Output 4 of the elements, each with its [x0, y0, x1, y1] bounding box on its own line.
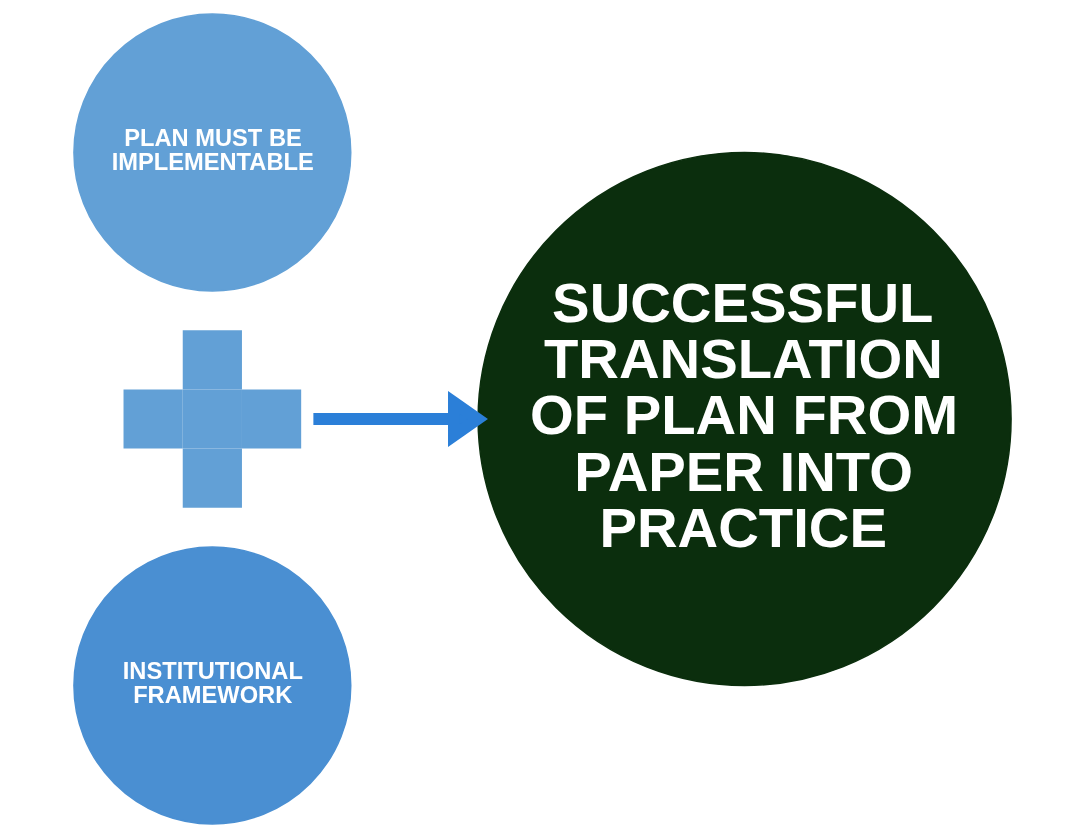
arrow [313, 391, 488, 447]
node-circle: PLAN MUST BE IMPLEMENTABLE [73, 13, 352, 292]
node-circle: INSTITUTIONAL FRAMEWORK [73, 546, 352, 825]
node-circle: SUCCESSFUL TRANSLATION OF PLAN FROM PAPER INTO PRACTICE [477, 151, 1012, 687]
